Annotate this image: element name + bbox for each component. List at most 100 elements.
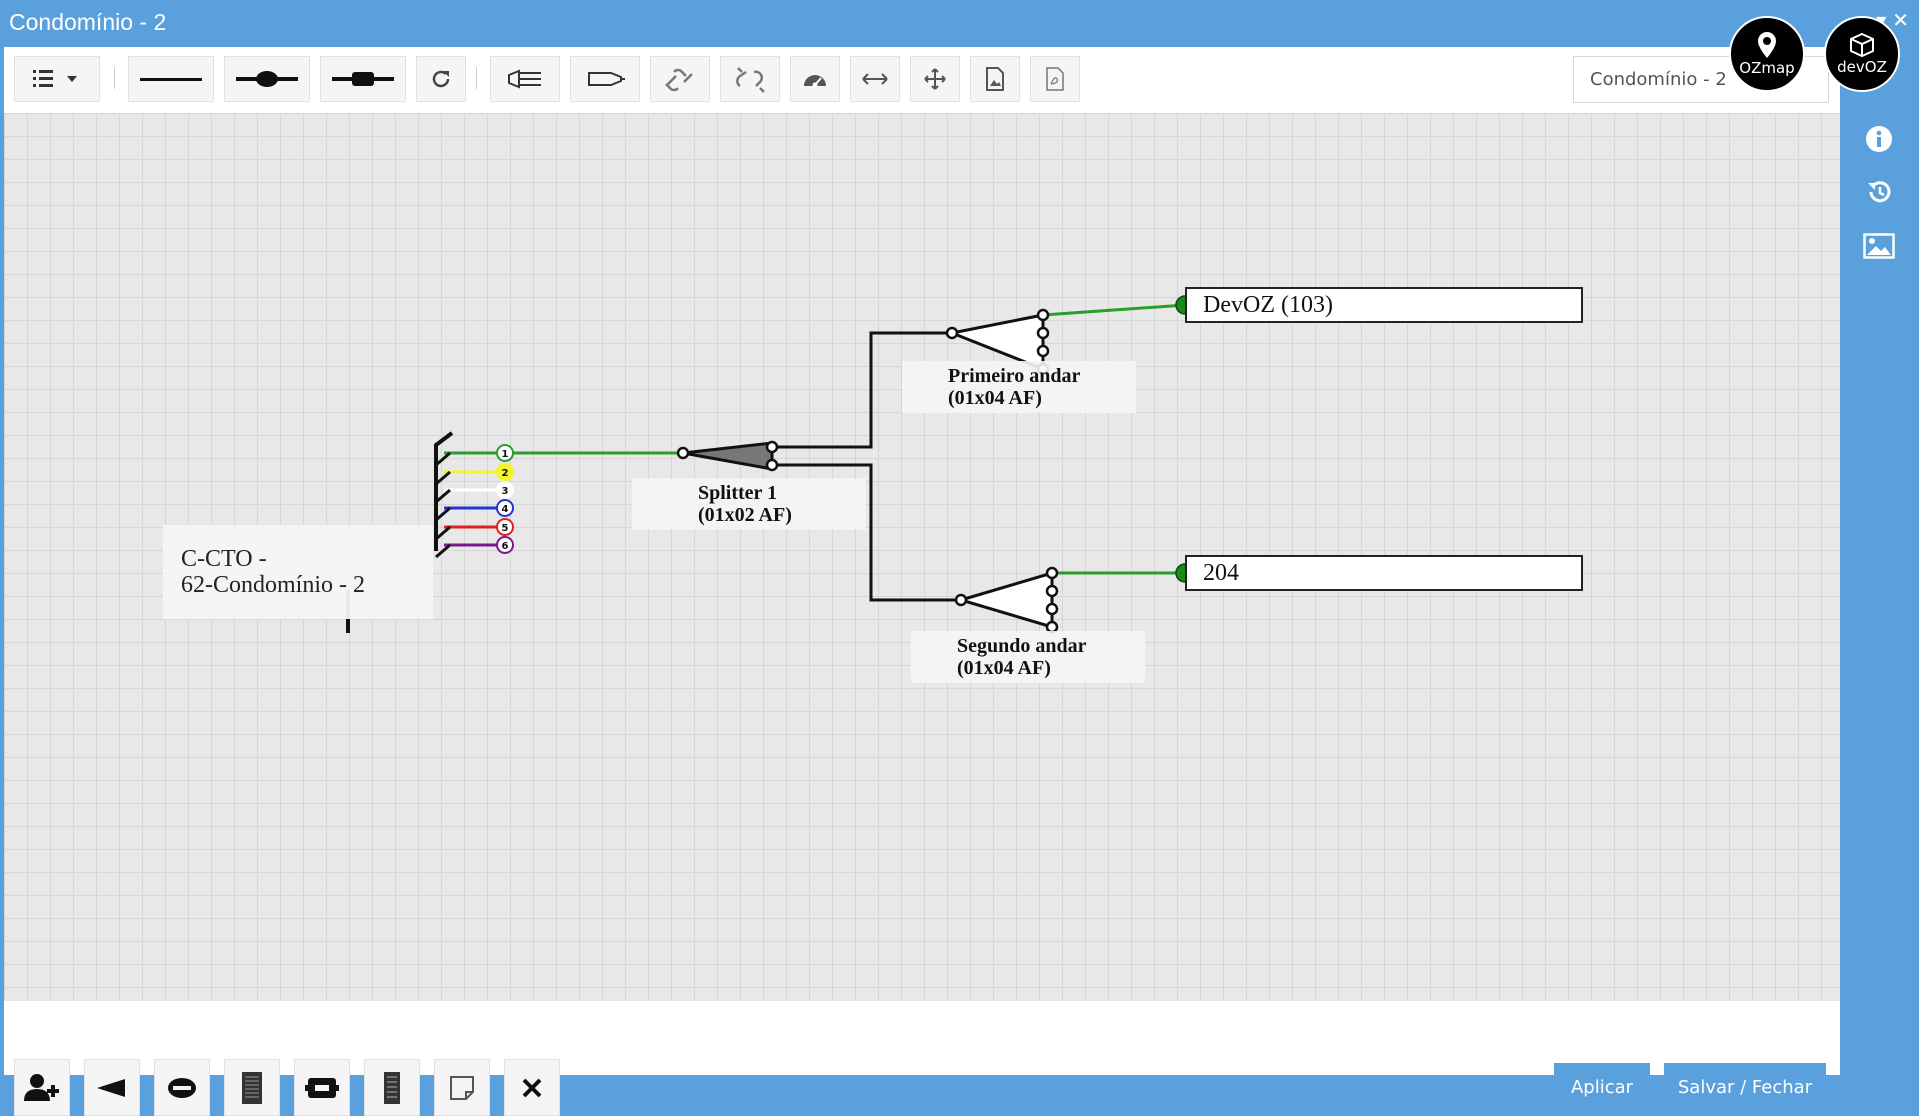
image-icon xyxy=(1863,233,1895,259)
export-image-button[interactable] xyxy=(970,56,1020,102)
port-number-5: 5 xyxy=(502,523,509,534)
port-circle-1[interactable] xyxy=(496,444,514,462)
client1-box[interactable]: DevOZ (103) xyxy=(1185,287,1583,323)
port-circle-3[interactable] xyxy=(496,481,514,499)
splitter-icon xyxy=(97,1078,125,1097)
splitter-left-button[interactable] xyxy=(490,56,560,102)
save-close-button[interactable]: Salvar / Fechar xyxy=(1664,1063,1826,1111)
history-button[interactable] xyxy=(1862,175,1896,209)
link-button[interactable] xyxy=(650,56,710,102)
splitter-right-icon xyxy=(588,72,625,86)
cto-label-line2: 62-Condomínio - 2 xyxy=(181,572,365,598)
toolbar-separator xyxy=(114,67,115,89)
close-icon[interactable]: ✕ xyxy=(1892,8,1909,32)
delete-button[interactable] xyxy=(504,1059,560,1116)
devoz-logo-text: devOZ xyxy=(1837,58,1887,76)
add-client-button[interactable] xyxy=(14,1059,70,1116)
note-icon xyxy=(450,1075,474,1100)
apply-button[interactable]: Aplicar xyxy=(1554,1063,1650,1111)
link-icon xyxy=(665,68,693,92)
splitter-1-label[interactable]: Splitter 1 (01x02 AF) xyxy=(632,478,866,530)
port-number-2: 2 xyxy=(502,468,509,479)
link-splitter-segundo xyxy=(772,463,961,602)
close-x-icon xyxy=(522,1078,542,1097)
add-dio-button[interactable] xyxy=(224,1059,280,1116)
primeiro-andar-type: (01x04 AF) xyxy=(948,387,1042,409)
toolbar-separator xyxy=(476,67,477,89)
history-icon xyxy=(1868,181,1891,203)
connector-button[interactable] xyxy=(320,56,406,102)
ozmap-logo-text: OZmap xyxy=(1739,59,1795,77)
connector-block-icon xyxy=(305,1077,339,1098)
fiber-port-markers: 1 2 3 4 5 6 xyxy=(496,444,514,554)
add-splitter-button[interactable] xyxy=(84,1059,140,1116)
primeiro-andar-name: Primeiro andar xyxy=(948,365,1081,387)
diagram-canvas[interactable]: 1 2 3 4 5 6 xyxy=(4,113,1840,1001)
move-arrows-icon xyxy=(924,68,946,90)
splitter-1-type: (01x02 AF) xyxy=(698,504,792,526)
export-pdf-button[interactable] xyxy=(1030,56,1080,102)
segundo-andar-type: (01x04 AF) xyxy=(957,657,1051,679)
line-icon xyxy=(140,78,202,81)
minimize-icon[interactable]: ▾ xyxy=(1876,8,1887,32)
splitter-1-symbol[interactable] xyxy=(676,440,779,472)
gauge-icon xyxy=(804,75,826,88)
splitter-right-button[interactable] xyxy=(570,56,640,102)
unlink-icon xyxy=(736,67,765,93)
fusion-button[interactable] xyxy=(224,56,310,102)
editor-panel: 1 2 3 4 5 6 xyxy=(4,47,1840,1116)
title-bar: Condomínio - 2 ▾ ✕ xyxy=(0,0,1919,47)
port-circle-4[interactable] xyxy=(496,499,514,517)
info-button[interactable] xyxy=(1862,122,1896,156)
unlink-button[interactable] xyxy=(720,56,780,102)
list-menu-button[interactable] xyxy=(14,56,100,102)
list-icon xyxy=(33,70,77,87)
primeiro-andar-symbol[interactable] xyxy=(945,308,1050,376)
ozmap-logo: OZmap xyxy=(1729,16,1805,92)
image-button[interactable] xyxy=(1862,229,1896,263)
rotate-button[interactable] xyxy=(416,56,466,102)
right-sidebar xyxy=(1840,47,1919,1079)
port-circle-6[interactable] xyxy=(496,536,514,554)
dashboard-button[interactable] xyxy=(790,56,840,102)
port-number-6: 6 xyxy=(502,541,509,552)
window-controls: ▾ ✕ xyxy=(1876,8,1909,32)
port-circle-2[interactable] xyxy=(496,463,514,481)
segundo-andar-label[interactable]: Segundo andar (01x04 AF) xyxy=(911,631,1145,683)
refresh-icon xyxy=(432,70,450,88)
segundo-andar-name: Segundo andar xyxy=(957,635,1087,657)
dio-panel-icon xyxy=(242,1071,262,1104)
client2-box[interactable]: 204 xyxy=(1185,555,1583,591)
bottom-toolbar: Aplicar Salvar / Fechar xyxy=(4,1001,1840,1116)
add-connector-button[interactable] xyxy=(294,1059,350,1116)
fusion-oval-icon xyxy=(168,1077,196,1098)
primeiro-andar-label[interactable]: Primeiro andar (01x04 AF) xyxy=(902,361,1136,413)
add-fusion-button[interactable] xyxy=(154,1059,210,1116)
client1-label: DevOZ (103) xyxy=(1203,292,1333,318)
window-title: Condomínio - 2 xyxy=(9,9,167,35)
add-user-icon xyxy=(24,1073,59,1101)
arrows-horizontal-icon xyxy=(862,73,888,85)
move-button[interactable] xyxy=(910,56,960,102)
segundo-andar-symbol[interactable] xyxy=(954,566,1059,634)
top-toolbar xyxy=(4,47,1840,113)
panel-icon xyxy=(384,1071,400,1104)
fusion-icon xyxy=(236,71,298,87)
cto-label-line1: C-CTO - xyxy=(181,546,267,572)
splitter-left-icon xyxy=(508,69,541,89)
devoz-logo: devOZ xyxy=(1824,16,1900,92)
resize-horizontal-button[interactable] xyxy=(850,56,900,102)
port-number-1: 1 xyxy=(502,449,509,460)
cto-label[interactable]: C-CTO - 62-Condomínio - 2 xyxy=(163,525,433,619)
file-image-icon xyxy=(986,67,1004,91)
add-note-button[interactable] xyxy=(434,1059,490,1116)
info-icon xyxy=(1866,126,1892,152)
splitter-1-name: Splitter 1 xyxy=(698,482,778,504)
link-splitter-primeiro xyxy=(772,331,952,449)
cube-icon xyxy=(1850,32,1874,58)
draw-line-button[interactable] xyxy=(128,56,214,102)
add-panel-button[interactable] xyxy=(364,1059,420,1116)
port-circle-5[interactable] xyxy=(496,518,514,536)
port-number-4: 4 xyxy=(502,504,509,515)
connector-icon xyxy=(332,72,394,86)
